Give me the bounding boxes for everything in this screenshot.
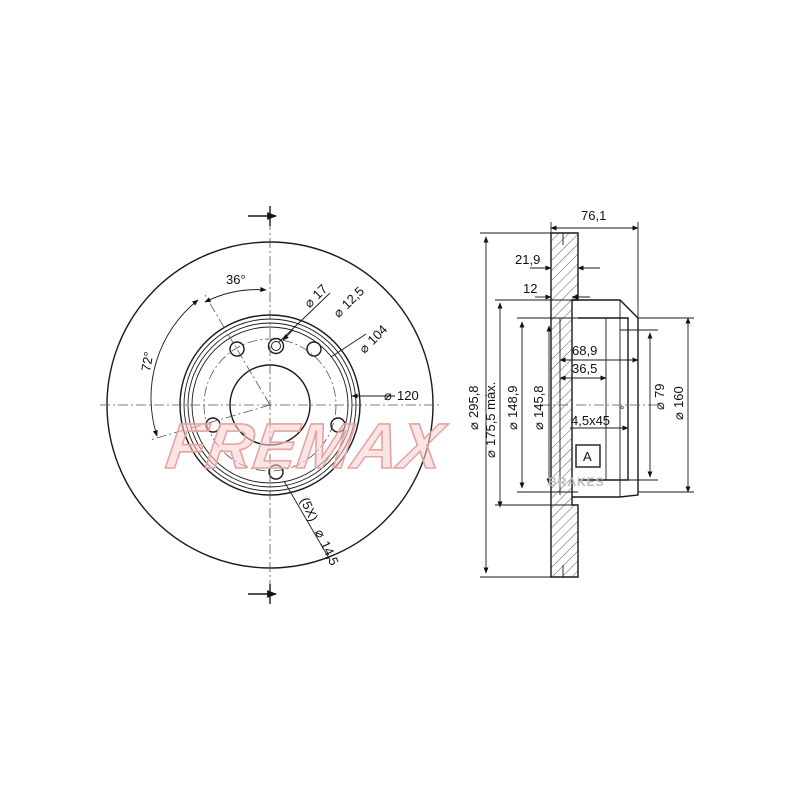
dia-175-5-label-group: ⌀ 175,5 máx. xyxy=(483,382,498,458)
bolt-hole xyxy=(271,341,281,351)
dia-symbol: ⌀ xyxy=(466,422,481,430)
angle-36-label: 36° xyxy=(226,272,246,287)
dia-symbol: ⌀ xyxy=(505,422,520,430)
leader-104 xyxy=(330,333,367,358)
hub-flange xyxy=(578,317,629,481)
brand-sub-text: BRAKES xyxy=(548,475,605,489)
front-view: 36° 72° ⌀ 17 ⌀ 12,5 ⌀ 104 ⌀ 120 (5X) ⌀ 1… xyxy=(100,206,440,604)
dim-21-9-label: 21,9 xyxy=(515,252,540,267)
bolt-hole xyxy=(267,337,285,355)
dia-79-label: 79 xyxy=(652,384,667,398)
pcd-label-group: ⌀ 104 xyxy=(356,322,390,356)
dia-145-8-label: 145,8 xyxy=(531,385,546,418)
hole-dims-label-2: ⌀ 12,5 xyxy=(330,284,367,321)
dia-symbol: ⌀ xyxy=(671,412,686,420)
angle-arc-36 xyxy=(204,287,267,303)
datum-box xyxy=(575,444,601,468)
dim-76-1-label: 76,1 xyxy=(581,208,606,223)
bolt-hole xyxy=(229,341,245,357)
dia-145-8-label-group: ⌀ 145,8 xyxy=(531,385,546,430)
bolt-label-group: (5X) ⌀ 14,5 xyxy=(297,495,342,568)
angle-72-label: 72° xyxy=(138,351,156,373)
bolt-hole xyxy=(306,341,322,357)
dia-295-8-label: 295,8 xyxy=(466,385,481,418)
hole-dims-label: ⌀ 17 xyxy=(301,281,330,310)
dia-symbol: ⌀ xyxy=(652,402,667,410)
hole-dia-12-5-label: 12,5 xyxy=(339,284,368,313)
bolt-holes xyxy=(205,337,346,480)
dia-160-label-group: ⌀ 160 xyxy=(671,386,686,420)
dia-295-8-label-group: ⌀ 295,8 xyxy=(466,385,481,430)
dia-160-label: 160 xyxy=(671,386,686,408)
angle-arc-72 xyxy=(150,299,199,437)
dia-148-9-label-group: ⌀ 148,9 xyxy=(505,385,520,430)
bolt-hole xyxy=(205,417,221,433)
dia-symbol: ⌀ xyxy=(483,450,498,458)
dia-symbol: ⌀ xyxy=(531,422,546,430)
chamfer-label: 4,5x45 xyxy=(571,413,610,428)
dim-68-9-label: 68,9 xyxy=(572,343,597,358)
dim-36-5-label: 36,5 xyxy=(572,361,597,376)
pcd-104-label: 104 xyxy=(364,322,390,348)
side-view: 76,1 21,9 12 68,9 36,5 4,5x45 ° A ⌀ 295,… xyxy=(466,208,694,578)
dia-148-9-label: 148,9 xyxy=(505,385,520,418)
brand-logo-text: FREMAX xyxy=(162,410,451,482)
dia-symbol: ⌀ xyxy=(312,527,329,541)
chamfer-degree: ° xyxy=(620,405,624,417)
datum-label: A xyxy=(583,449,592,464)
dia-symbol: ⌀ xyxy=(384,388,392,403)
leader-bolt xyxy=(283,480,331,561)
bolt-dia-label: 14,5 xyxy=(318,538,342,567)
bolt-hole xyxy=(268,464,284,480)
dia-79-label-group: ⌀ 79 xyxy=(652,384,667,410)
dim-12-label: 12 xyxy=(523,281,537,296)
construction-line xyxy=(204,294,271,406)
dia-120-label: 120 xyxy=(397,388,419,403)
brand-watermark: FREMAX xyxy=(161,409,452,482)
leader-hole-17 xyxy=(278,292,331,343)
hub-hat-outline xyxy=(572,299,639,498)
dia-175-5-label: 175,5 máx. xyxy=(483,382,498,446)
hole-dia-17-label: 17 xyxy=(310,281,331,302)
leader-arrow-hole xyxy=(282,329,294,341)
bolt-hole xyxy=(330,417,346,433)
